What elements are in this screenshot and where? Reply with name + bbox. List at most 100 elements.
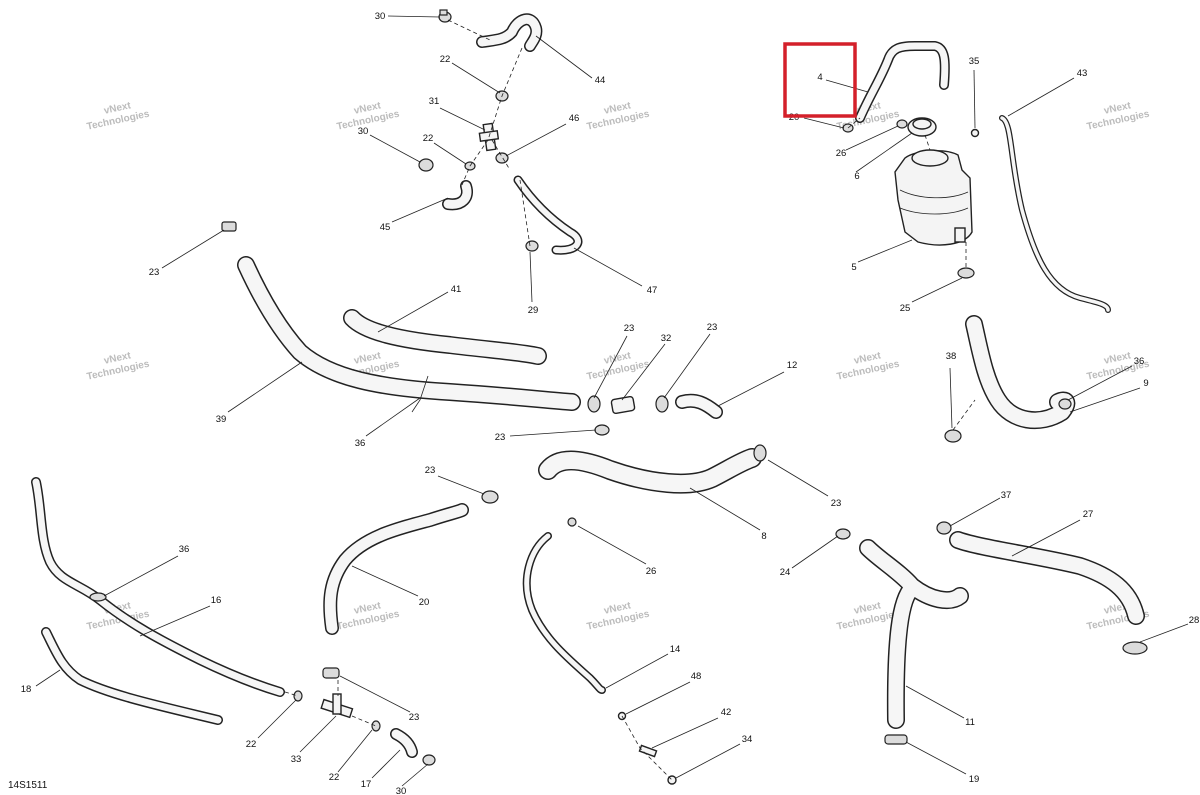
part-20-hose[interactable] (323, 503, 469, 635)
part-18-hose[interactable] (41, 627, 223, 725)
part-23-clamp-f[interactable] (481, 490, 499, 504)
callout-11: 11 (965, 717, 975, 728)
part-22-clamp-d[interactable] (371, 720, 381, 732)
part-46-clamp[interactable] (495, 152, 509, 164)
callout-34: 34 (742, 734, 753, 745)
part-44-hose[interactable] (476, 13, 543, 52)
callout-18: 18 (21, 684, 32, 695)
drawing-code: 14S1511 (8, 780, 48, 791)
callout-23: 23 (149, 267, 160, 278)
callout-29: 29 (528, 305, 539, 316)
part-25-clamp[interactable] (957, 267, 975, 279)
part-28-clamp[interactable] (1122, 641, 1148, 655)
part-32-fitting[interactable] (610, 395, 636, 415)
part-4-hose[interactable] (855, 41, 950, 123)
part-36-tie-c[interactable] (89, 592, 107, 602)
callout-23: 23 (425, 465, 436, 476)
part-24-clamp[interactable] (835, 528, 851, 540)
part-23-clamp-b[interactable] (587, 395, 601, 413)
callout-12: 12 (787, 360, 798, 371)
part-19-clamp[interactable] (884, 734, 908, 745)
callout-4: 4 (817, 72, 822, 83)
part-38-clamp[interactable] (944, 429, 962, 443)
part-30-clamp-c[interactable] (422, 754, 436, 766)
callout-39: 39 (216, 414, 227, 425)
part-41-hose[interactable] (343, 309, 547, 365)
callout-25: 25 (900, 303, 911, 314)
callout-30: 30 (396, 786, 407, 795)
part-12-elbow[interactable] (675, 393, 723, 419)
part-23-clamp-g[interactable] (322, 667, 340, 679)
part-23-clamp-a[interactable] (221, 221, 237, 232)
callout-16: 16 (211, 595, 222, 606)
callout-22: 22 (329, 772, 340, 783)
part-8-hose[interactable] (538, 448, 762, 494)
part-26-clamp-b[interactable] (567, 517, 577, 527)
callout-26: 26 (646, 566, 657, 577)
part-47-hose[interactable] (513, 175, 583, 255)
callout-45: 45 (380, 222, 391, 233)
callout-43: 43 (1077, 68, 1088, 79)
part-36-tie-b[interactable] (1058, 398, 1072, 410)
callout-26: 26 (836, 148, 847, 159)
callout-6: 6 (854, 171, 859, 182)
callout-31: 31 (429, 96, 440, 107)
part-45-elbow[interactable] (442, 180, 473, 211)
callout-36: 36 (179, 544, 190, 555)
callout-46: 46 (569, 113, 580, 124)
callout-42: 42 (721, 707, 732, 718)
part-27-hose[interactable] (949, 531, 1145, 625)
part-26-clamp[interactable] (896, 119, 908, 129)
part-5-reservoir[interactable] (894, 149, 973, 246)
highlight-box (783, 42, 857, 118)
callout-30: 30 (375, 11, 386, 22)
part-30-clamp[interactable] (438, 9, 452, 23)
callout-38: 38 (946, 351, 957, 362)
part-37-clamp[interactable] (936, 521, 952, 535)
part-16-hose[interactable] (31, 477, 285, 697)
callout-36: 36 (1134, 356, 1145, 367)
callout-28: 28 (1189, 615, 1200, 626)
part-33-tee[interactable] (320, 693, 354, 719)
callout-35: 35 (969, 56, 980, 67)
callout-41: 41 (451, 284, 462, 295)
part-23-clamp-c[interactable] (655, 395, 669, 413)
callout-24: 24 (780, 567, 791, 578)
part-23-clamp-d[interactable] (594, 424, 610, 436)
callout-44: 44 (595, 75, 606, 86)
callout-23: 23 (495, 432, 506, 443)
callout-5: 5 (851, 262, 856, 273)
part-17-elbow[interactable] (390, 728, 418, 758)
callout-19: 19 (969, 774, 980, 785)
callout-37: 37 (1001, 490, 1012, 501)
callout-22: 22 (440, 54, 451, 65)
part-29-clamp[interactable] (525, 240, 539, 252)
callout-27: 27 (1083, 509, 1094, 520)
callout-14: 14 (670, 644, 681, 655)
part-39-hose[interactable] (237, 256, 581, 411)
part-35-nut[interactable] (970, 128, 980, 138)
callout-8: 8 (761, 531, 766, 542)
callout-22: 22 (246, 739, 257, 750)
callout-30: 30 (358, 126, 369, 137)
part-11-hose[interactable] (859, 539, 969, 729)
callout-23: 23 (831, 498, 842, 509)
part-14-hose[interactable] (522, 532, 606, 694)
part-6-cap[interactable] (907, 117, 937, 137)
part-20-clamp[interactable] (842, 123, 854, 133)
part-23-clamp-e[interactable] (753, 444, 767, 462)
callout-17: 17 (361, 779, 372, 790)
callout-labels: 30 44 22 31 46 30 22 45 29 47 4 20 26 6 … (21, 11, 1200, 795)
callout-32: 32 (661, 333, 672, 344)
callout-22: 22 (423, 133, 434, 144)
part-43-tube[interactable] (999, 115, 1111, 313)
part-36-tie[interactable] (411, 375, 429, 413)
callout-20: 20 (419, 597, 430, 608)
part-22-clamp-c[interactable] (293, 690, 303, 702)
callout-23: 23 (707, 322, 718, 333)
part-30-clamp-b[interactable] (418, 158, 434, 172)
callout-47: 47 (647, 285, 658, 296)
part-9-hose[interactable] (965, 315, 1076, 430)
callout-23: 23 (409, 712, 420, 723)
